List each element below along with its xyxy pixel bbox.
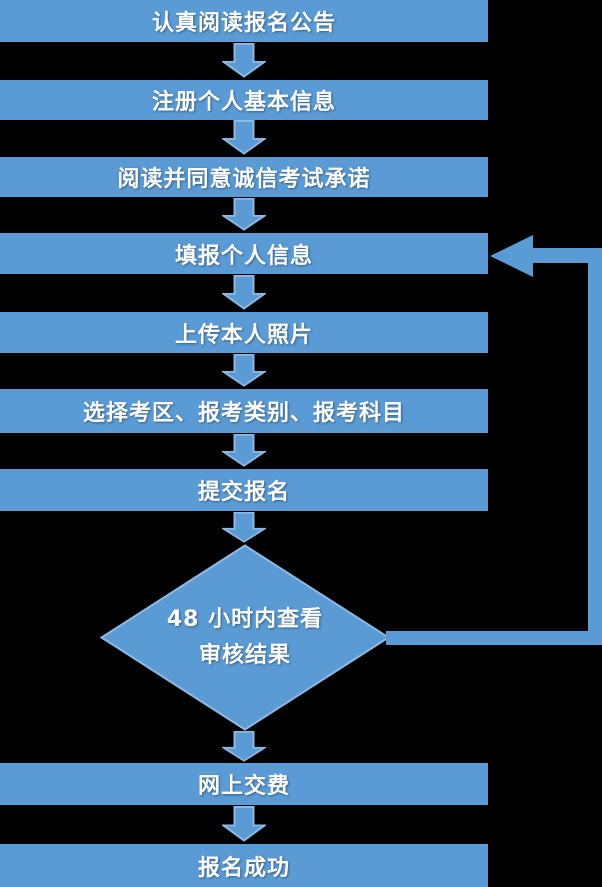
down-arrow-icon bbox=[222, 275, 266, 310]
down-arrow-icon bbox=[222, 43, 266, 78]
down-arrow-icon bbox=[222, 120, 266, 155]
diamond-shape-icon bbox=[100, 544, 390, 731]
feedback-left-arrowhead-icon bbox=[490, 235, 533, 277]
flow-step-agree-commitment: 阅读并同意诚信考试承诺 bbox=[0, 157, 488, 197]
feedback-connector-bottom bbox=[386, 631, 602, 645]
decision-diamond: 48 小时内查看 审核结果 bbox=[100, 544, 390, 731]
decision-label-line2: 审核结果 bbox=[198, 642, 291, 668]
flow-step-read-announcement: 认真阅读报名公告 bbox=[0, 0, 488, 42]
flow-step-fill-personal-info: 填报个人信息 bbox=[0, 233, 488, 274]
down-arrow-icon bbox=[222, 354, 266, 387]
flow-step-register-info: 注册个人基本信息 bbox=[0, 80, 488, 120]
down-arrow-icon bbox=[222, 731, 266, 762]
flow-step-select-exam-options: 选择考区、报考类别、报考科目 bbox=[0, 389, 488, 433]
feedback-connector-top bbox=[530, 248, 602, 263]
decision-label: 48 小时内查看 审核结果 bbox=[100, 544, 390, 731]
flow-step-submit-registration: 提交报名 bbox=[0, 469, 488, 511]
down-arrow-icon bbox=[222, 434, 266, 467]
flow-step-upload-photo: 上传本人照片 bbox=[0, 312, 488, 353]
flow-step-pay-online: 网上交费 bbox=[0, 763, 488, 805]
down-arrow-icon bbox=[222, 512, 266, 543]
flow-step-registration-success: 报名成功 bbox=[0, 844, 488, 887]
feedback-connector-vertical bbox=[588, 248, 602, 645]
down-arrow-icon bbox=[222, 198, 266, 231]
down-arrow-icon bbox=[222, 806, 266, 842]
decision-label-line1: 48 小时内查看 bbox=[166, 606, 324, 632]
